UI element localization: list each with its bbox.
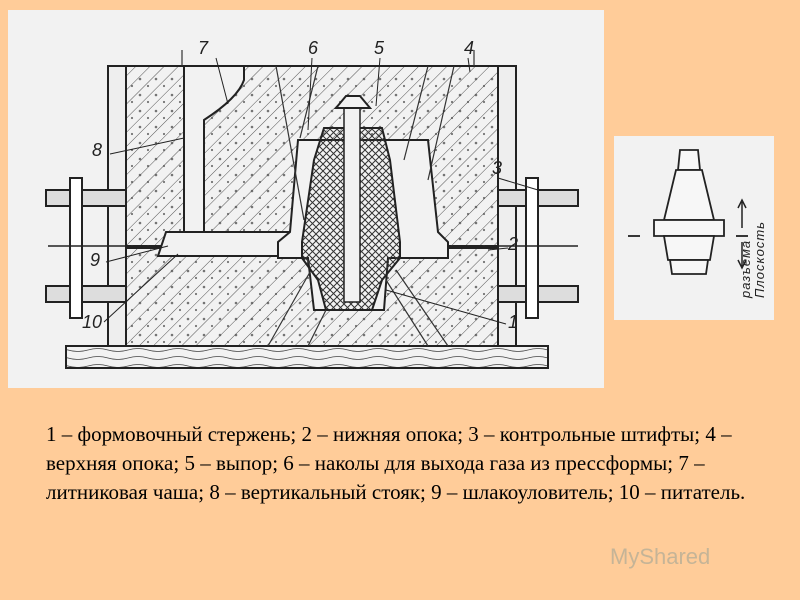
- callout-3: 3: [492, 158, 502, 178]
- callout-8: 8: [92, 140, 102, 160]
- sprue-channel: [183, 65, 245, 243]
- base-board: [65, 345, 549, 369]
- callout-7: 7: [198, 38, 209, 58]
- left-control-pin: [69, 177, 83, 319]
- callout-6: 6: [308, 38, 319, 58]
- right-control-pin: [525, 177, 539, 319]
- casting-part-drawing: Плоскость разъема: [628, 149, 767, 299]
- callout-1: 1: [508, 312, 518, 332]
- riser-vent: [343, 101, 361, 303]
- mold-cross-section-figure: 7 6 5 4 8 3 2 9 10 1: [8, 10, 604, 388]
- left-lower-flange: [45, 285, 127, 303]
- callout-2: 2: [507, 234, 518, 254]
- callout-leaders: [103, 57, 539, 325]
- casting-part: [653, 149, 725, 275]
- mold-drawing: 7 6 5 4 8 3 2 9 10 1: [45, 38, 579, 369]
- callout-5: 5: [374, 38, 385, 58]
- direction-arrows: [737, 198, 747, 270]
- watermark-logo: MyShared: [610, 544, 711, 569]
- parting-plane-label-2: разъема: [738, 240, 753, 299]
- gas-vent-lines: [181, 50, 475, 347]
- left-upper-flange: [45, 189, 127, 207]
- parting-plane-figure: Плоскость разъема: [614, 136, 774, 320]
- parting-plane-label-1: Плоскость: [752, 221, 767, 298]
- callout-9: 9: [90, 250, 100, 270]
- figure-caption: 1 – формовочный стержень; 2 – нижняя опо…: [46, 422, 746, 504]
- callout-10: 10: [82, 312, 102, 332]
- callout-4: 4: [464, 38, 474, 58]
